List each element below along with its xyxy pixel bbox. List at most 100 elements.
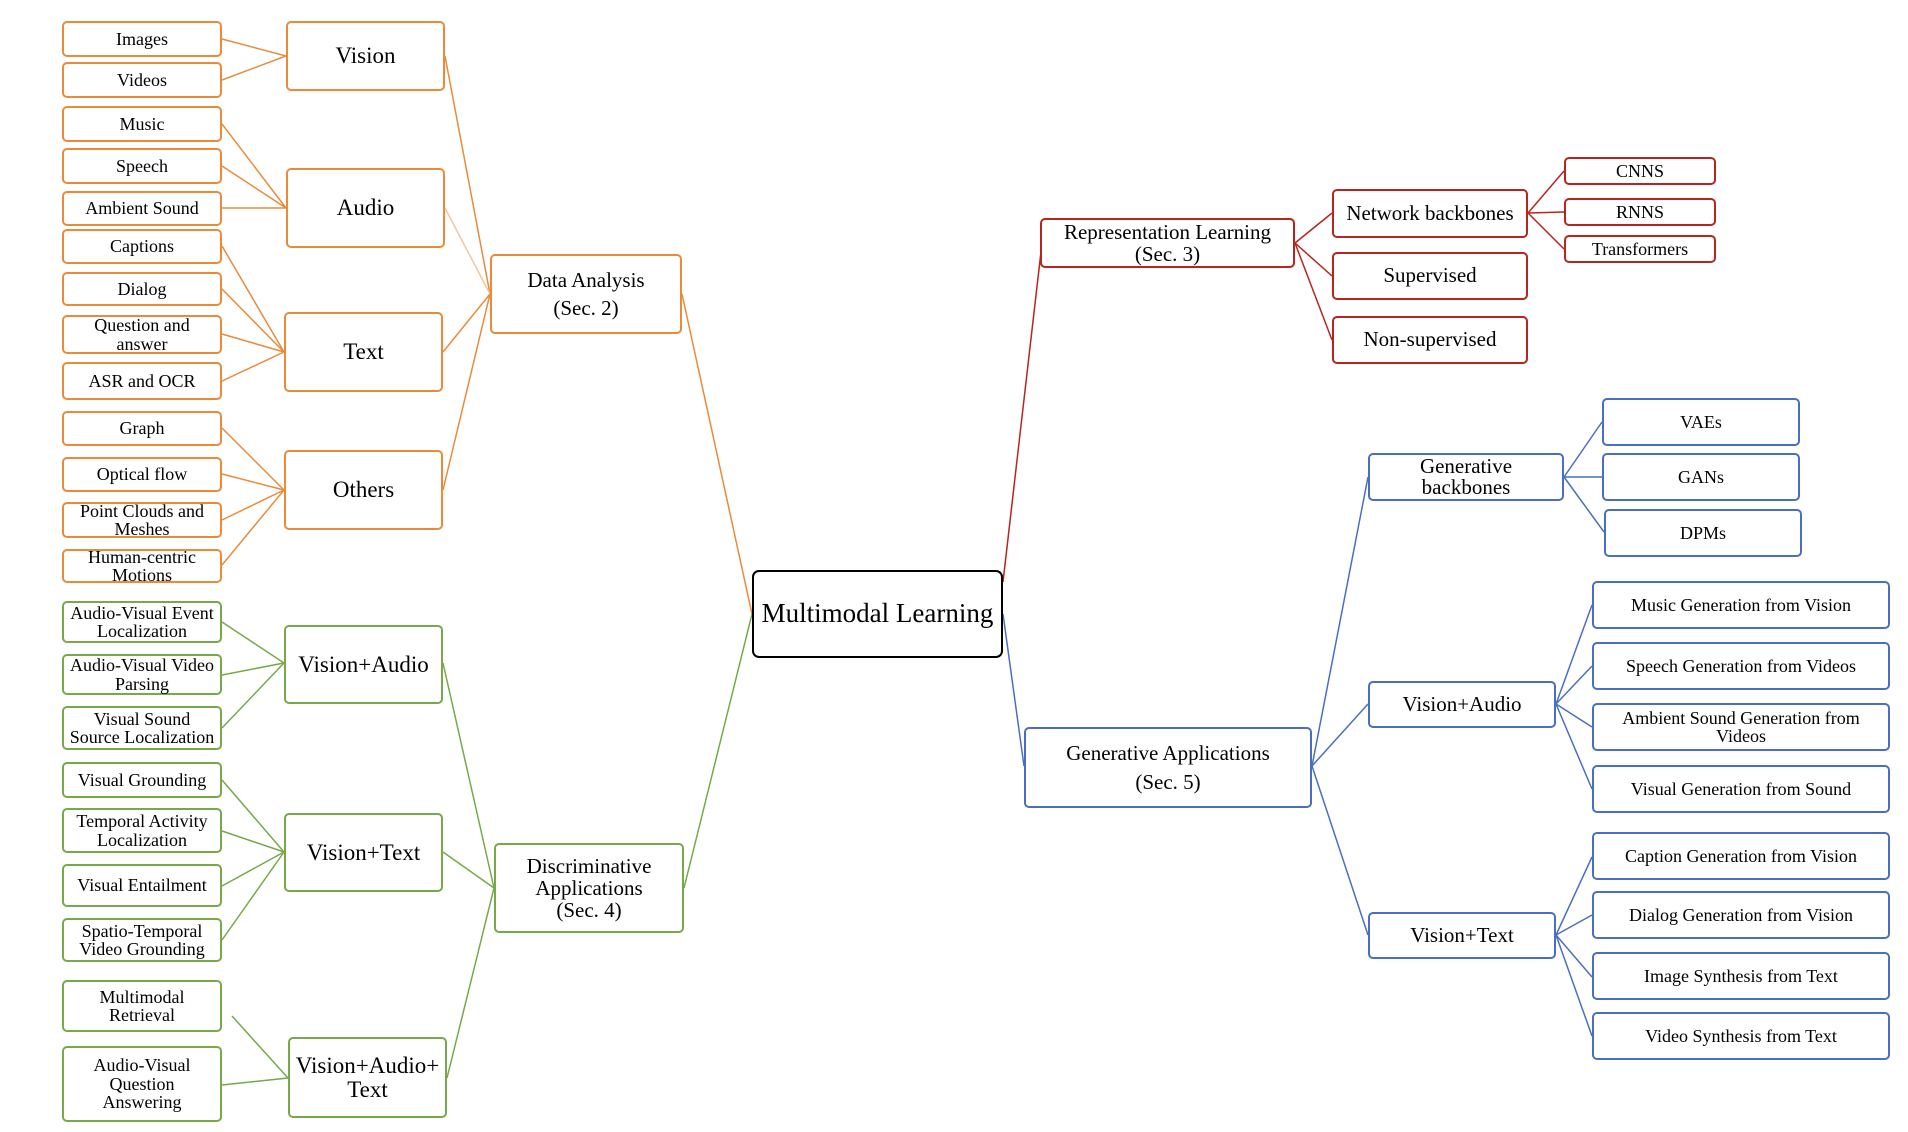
leaf-ambient-sound: Ambient Sound [62, 191, 222, 226]
leaf-ambient-sound-generation-from-videos: Ambient Sound Generation from Videos [1592, 703, 1890, 751]
edge [221, 165, 287, 209]
others-node: Others [284, 450, 443, 530]
leaf-caption-generation-from-vision: Caption Generation from Vision [1592, 832, 1890, 880]
edge [221, 779, 285, 853]
edge [444, 207, 491, 295]
edge [221, 621, 285, 664]
edge [221, 55, 287, 81]
leaf-videos: Videos [62, 62, 222, 98]
edge [221, 333, 285, 353]
edge [221, 662, 285, 729]
edge [681, 293, 753, 615]
edge [1311, 703, 1369, 767]
edge [1555, 934, 1593, 1037]
leaf-audio-visual-event-localization: Audio-Visual Event Localization [62, 601, 222, 643]
text-node: Text [284, 312, 443, 392]
supervised-node: Supervised [1332, 252, 1528, 300]
edge [1563, 476, 1605, 533]
leaf-visual-grounding: Visual Grounding [62, 762, 222, 798]
leaf-visual-sound-source-localization: Visual Sound Source Localization [62, 706, 222, 750]
gen-vision-text-node: Vision+Text [1368, 912, 1556, 959]
edge [1311, 765, 1369, 936]
leaf-graph: Graph [62, 411, 222, 446]
leaf-question-and-answer: Question and answer [62, 315, 222, 354]
leaf-image-synthesis-from-text: Image Synthesis from Text [1592, 952, 1890, 1000]
edge [442, 851, 495, 889]
leaf-dialog: Dialog [62, 272, 222, 306]
network-backbones-node: Network backbones [1332, 189, 1528, 238]
edge [221, 38, 287, 57]
edge [1002, 613, 1025, 767]
edge [221, 123, 287, 209]
edge [221, 351, 285, 382]
leaf-speech: Speech [62, 148, 222, 184]
leaf-music: Music [62, 106, 222, 142]
leaf-rnns: RNNS [1564, 198, 1716, 226]
edge [442, 662, 495, 889]
leaf-point-clouds-and-meshes: Point Clouds and Meshes [62, 501, 222, 538]
representation-learning-node: Representation Learning (Sec. 3) [1040, 218, 1295, 268]
edge [221, 245, 285, 353]
edge [1311, 476, 1369, 767]
edge [231, 1015, 289, 1079]
edge [1294, 212, 1333, 244]
leaf-vaes: VAEs [1602, 398, 1800, 446]
edge [1294, 242, 1333, 277]
edge [221, 489, 285, 521]
vision-audio-text-node: Vision+Audio+ Text [288, 1037, 447, 1118]
edge [221, 830, 285, 853]
gen-vision-audio-node: Vision+Audio [1368, 681, 1556, 728]
edge [1555, 604, 1593, 705]
edge [683, 613, 753, 889]
edge [1527, 211, 1565, 214]
leaf-dialog-generation-from-vision: Dialog Generation from Vision [1592, 891, 1890, 939]
edge [221, 851, 285, 941]
leaf-optical-flow: Optical flow [62, 457, 222, 492]
edge [442, 293, 491, 491]
leaf-dpms: DPMs [1604, 509, 1802, 557]
edge [221, 662, 285, 676]
edge [1555, 934, 1593, 978]
data-analysis-node: Data Analysis (Sec. 2) [490, 254, 682, 334]
audio-node: Audio [286, 168, 445, 248]
root-node: Multimodal Learning [752, 570, 1003, 658]
edge [221, 473, 285, 491]
leaf-music-generation-from-vision: Music Generation from Vision [1592, 581, 1890, 629]
edge [444, 55, 491, 295]
leaf-multimodal-retrieval: Multimodal Retrieval [62, 980, 222, 1032]
vision-text-node: Vision+Text [284, 813, 443, 892]
leaf-human-centric-motions: Human-centric Motions [62, 547, 222, 584]
edge [446, 887, 495, 1079]
generative-applications-node: Generative Applications (Sec. 5) [1024, 727, 1312, 808]
leaf-audio-visual-video-parsing: Audio-Visual Video Parsing [62, 654, 222, 695]
edge [221, 489, 285, 566]
leaf-asr-and-ocr: ASR and OCR [62, 362, 222, 400]
edge [1527, 170, 1565, 214]
edge [1555, 665, 1593, 705]
leaf-video-synthesis-from-text: Video Synthesis from Text [1592, 1012, 1890, 1060]
non-supervised-node: Non-supervised [1332, 316, 1528, 364]
leaf-captions: Captions [62, 229, 222, 264]
leaf-temporal-activity-localization: Temporal Activity Localization [62, 808, 222, 853]
leaf-speech-generation-from-videos: Speech Generation from Videos [1592, 642, 1890, 690]
edge [1563, 421, 1603, 478]
edge [221, 427, 285, 491]
leaf-audio-visual-question-answering: Audio-Visual Question Answering [62, 1046, 222, 1122]
leaf-visual-generation-from-sound: Visual Generation from Sound [1592, 765, 1890, 813]
leaf-images: Images [62, 21, 222, 57]
edge [1527, 212, 1565, 250]
vision-node: Vision [286, 21, 445, 91]
edge [1555, 856, 1593, 936]
vision-audio-node: Vision+Audio [284, 625, 443, 704]
edge [221, 288, 285, 353]
edge [1555, 703, 1593, 728]
generative-backbones-node: Generative backbones [1368, 453, 1564, 501]
leaf-spatio-temporal-video-grounding: Spatio-Temporal Video Grounding [62, 918, 222, 962]
leaf-visual-entailment: Visual Entailment [62, 864, 222, 907]
leaf-cnns: CNNS [1564, 157, 1716, 185]
discriminative-applications-node: Discriminative Applications (Sec. 4) [494, 843, 684, 933]
edge [221, 851, 285, 887]
edge [221, 1077, 289, 1086]
